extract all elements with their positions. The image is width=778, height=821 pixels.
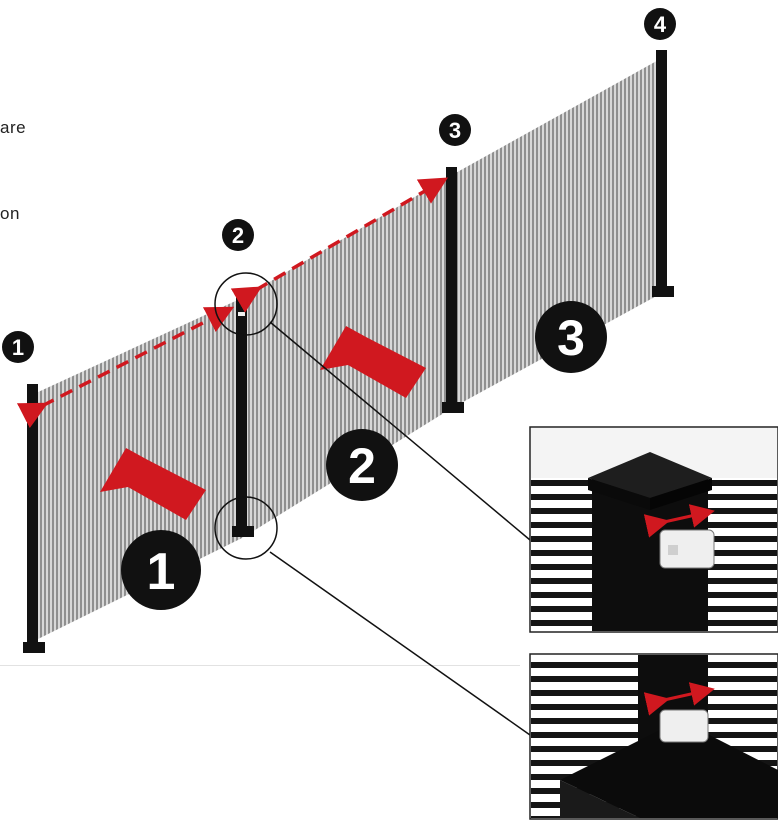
fence-panel-3: [452, 58, 662, 408]
measurement-arrow-1-icon: [16, 306, 235, 429]
fence-post-3: [442, 167, 464, 413]
fence-post-2: [232, 290, 254, 537]
marker-large-1: 1: [121, 530, 201, 610]
svg-text:3: 3: [449, 118, 461, 143]
marker-large-2: 2: [326, 429, 398, 501]
instruction-text-fragment-2: on: [0, 204, 20, 223]
gap-arrow-top-icon: [643, 504, 715, 538]
svg-text:2: 2: [232, 223, 244, 248]
marker-small-1: 1: [2, 331, 34, 363]
direction-arrow-1-icon: [100, 448, 206, 520]
svg-text:1: 1: [12, 335, 24, 360]
measurement-arrow-2-icon: [230, 177, 449, 313]
detail-image-post-top: [529, 426, 778, 633]
marker-small-4: 4: [644, 8, 676, 40]
detail-circle-top: [214, 272, 278, 336]
detail-circle-base: [214, 496, 278, 560]
svg-text:1: 1: [147, 543, 176, 601]
marker-large-3: 3: [535, 301, 607, 373]
svg-text:4: 4: [654, 12, 667, 37]
section-divider: [0, 665, 520, 666]
marker-small-2: 2: [222, 219, 254, 251]
detail-image-post-base: [529, 653, 778, 820]
marker-small-3: 3: [439, 114, 471, 146]
svg-text:3: 3: [557, 310, 585, 366]
callout-line-top: [269, 321, 531, 541]
callout-line-base: [269, 551, 531, 736]
svg-text:2: 2: [348, 438, 376, 494]
instruction-text-fragment-1: are: [0, 118, 27, 137]
direction-arrow-2-icon: [320, 326, 426, 398]
fence-post-4: [652, 50, 674, 297]
gap-arrow-base-icon: [643, 682, 715, 716]
